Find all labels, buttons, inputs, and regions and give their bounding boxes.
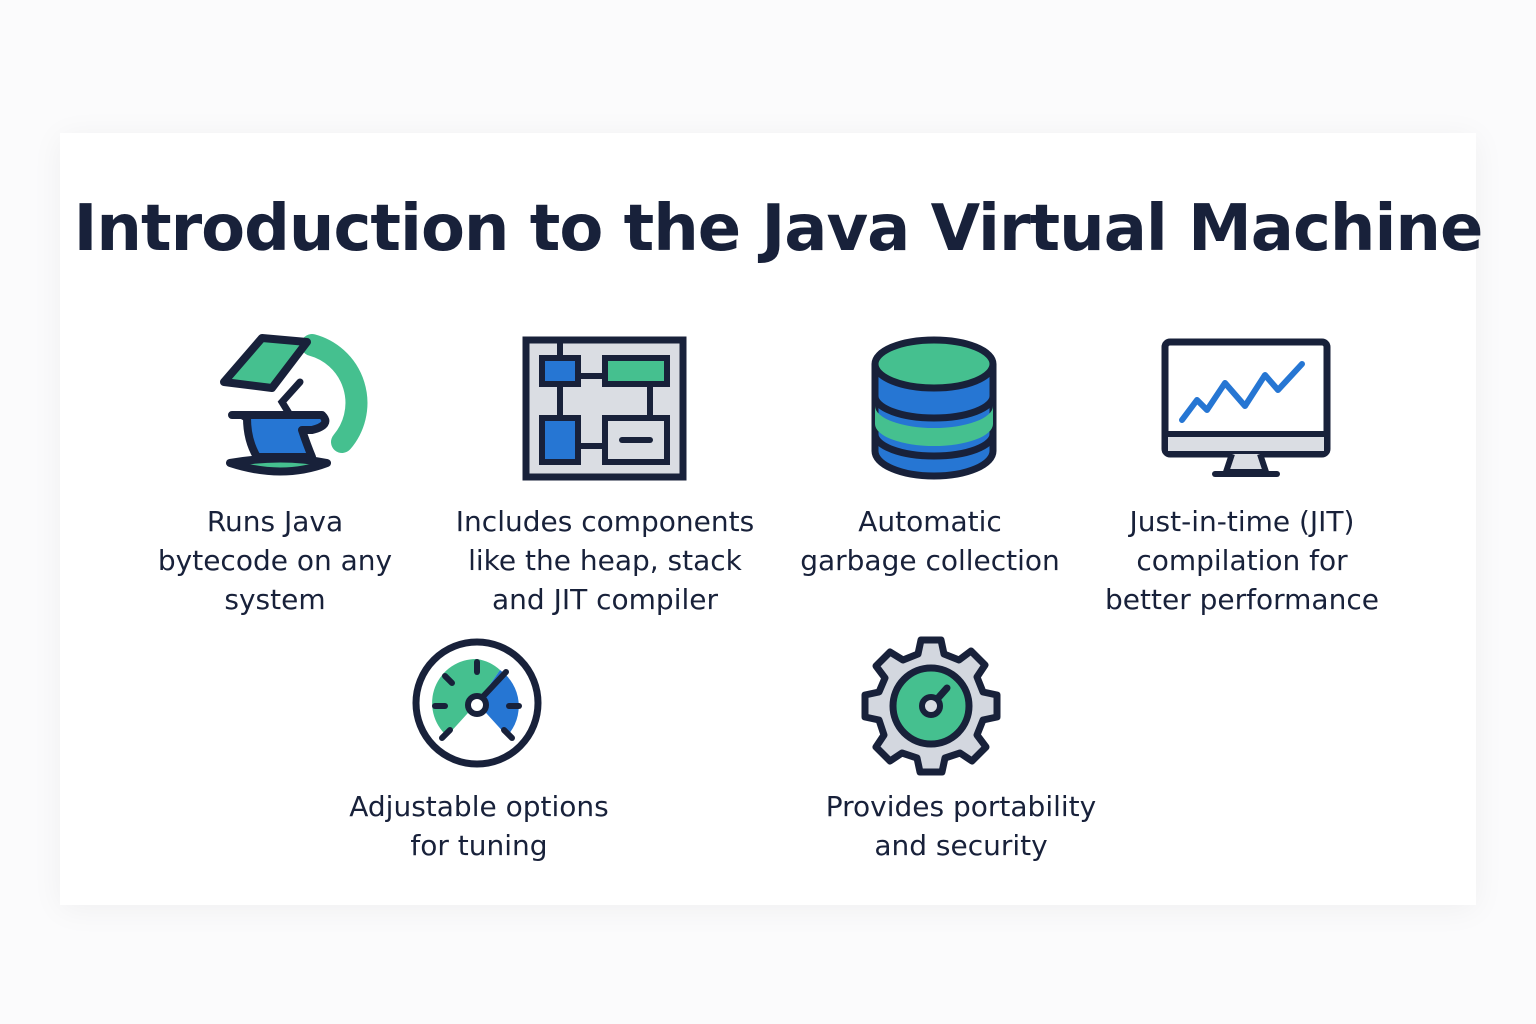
monitor-chart-icon: [1161, 338, 1331, 477]
feature-label: Provides portability and security: [825, 790, 1097, 862]
feature-label: Includes components like the heap, stack…: [455, 505, 755, 616]
feature-label: Just-in-time (JIT) compilation for bette…: [1105, 505, 1379, 616]
coffee-cup-icon: [220, 334, 368, 476]
database-icon: [871, 336, 997, 480]
page-title: Introduction to the Java Virtual Machine: [73, 192, 1484, 266]
component-diagram-icon: [522, 336, 687, 481]
gear-icon: [861, 636, 1001, 776]
feature-label: Automatic garbage collection: [800, 505, 1060, 577]
feature-label: Runs Java bytecode on any system: [157, 505, 393, 616]
gauge-icon: [412, 638, 542, 768]
infographic-card: [60, 133, 1476, 905]
feature-label: Adjustable options for tuning: [349, 790, 609, 862]
